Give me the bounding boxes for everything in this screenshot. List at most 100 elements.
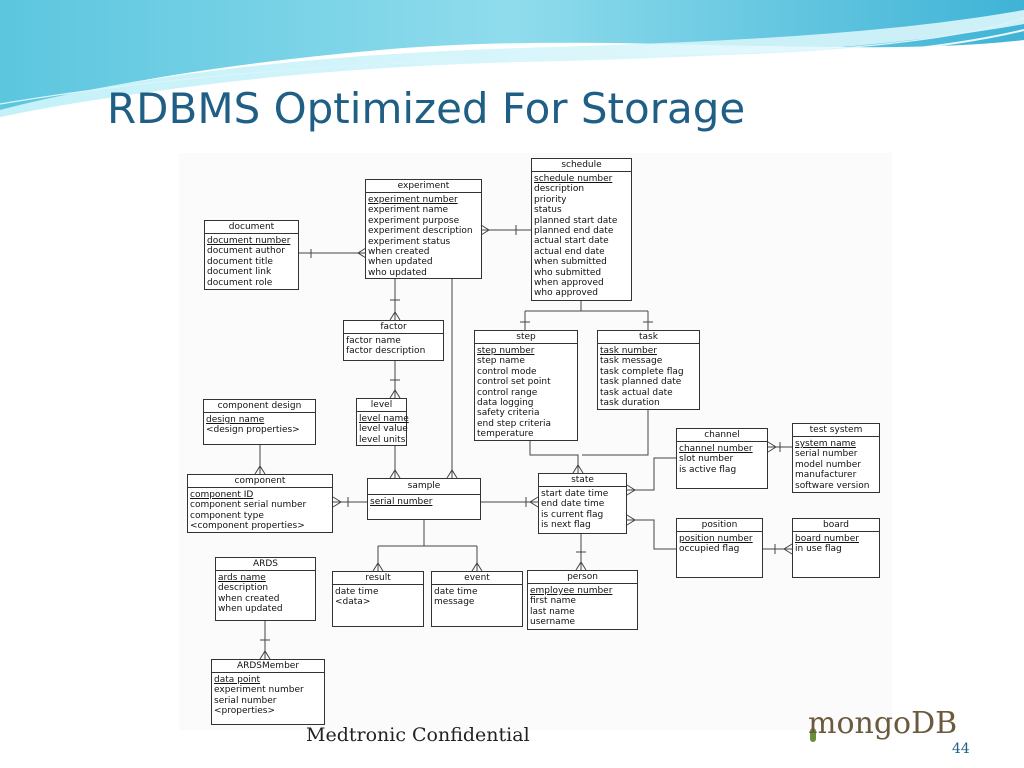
entity-field: level value	[359, 424, 408, 435]
entity-key-field: board number	[795, 534, 859, 544]
entity-field: serial number	[214, 695, 277, 706]
entity-field: when created	[218, 593, 280, 604]
entity-field: level units	[359, 434, 406, 445]
entity-title: event	[432, 572, 522, 585]
entity-field: planned start date	[534, 215, 618, 226]
entity-attributes: step number step name control mode contr…	[475, 344, 577, 440]
entity-title: ARDSMember	[212, 660, 324, 673]
entity-field: description	[534, 184, 585, 195]
entity-attributes: employee number first name last name use…	[528, 584, 637, 628]
entity-key-field: system name	[795, 439, 856, 449]
entity-attributes: date time message	[432, 585, 522, 608]
entity-field: document title	[207, 256, 273, 267]
entity-field: priority	[534, 194, 567, 205]
entity-attributes: ards name description when created when …	[216, 571, 315, 615]
entity-attributes: document number document author document…	[205, 234, 298, 288]
entity-key-field: serial number	[370, 497, 433, 507]
entity-title: test system	[793, 424, 879, 437]
entity-field: model number	[795, 459, 862, 470]
entity-field: task duration	[600, 398, 660, 409]
entity-factor: factor factor name factor description	[343, 320, 444, 361]
entity-field: task message	[600, 356, 663, 367]
entity-field: serial number	[795, 449, 858, 460]
entity-title: experiment	[366, 180, 481, 193]
entity-field: control set point	[477, 377, 551, 388]
entity-field: actual start date	[534, 236, 609, 247]
entity-title: channel	[677, 429, 767, 442]
entity-key-field: task number	[600, 346, 657, 356]
entity-title: result	[333, 572, 423, 585]
entity-title: step	[475, 331, 577, 344]
entity-title: ARDS	[216, 558, 315, 571]
entity-field: task complete flag	[600, 366, 684, 377]
entity-component: component component ID component serial …	[187, 474, 333, 533]
entity-field: who submitted	[534, 267, 602, 278]
entity-key-field: position number	[679, 534, 753, 544]
footer-confidential: Medtronic Confidential	[306, 724, 530, 746]
entity-field: document role	[207, 277, 273, 288]
entity-field: factor description	[346, 346, 426, 357]
entity-schedule: schedule schedule number description pri…	[531, 158, 632, 301]
entity-title: person	[528, 571, 637, 584]
entity-field: component type	[190, 510, 264, 521]
entity-title: board	[793, 519, 879, 532]
entity-field: document link	[207, 267, 272, 278]
entity-field: <design properties>	[206, 425, 300, 436]
entity-attributes: component ID component serial number com…	[188, 488, 332, 532]
entity-field: planned end date	[534, 226, 614, 237]
header-wave-background	[0, 0, 1024, 119]
entity-field: manufacturer	[795, 470, 857, 481]
entity-field: <data>	[335, 597, 371, 608]
entity-field: message	[434, 597, 475, 608]
entity-result: result date time <data>	[332, 571, 424, 627]
entity-sample: sample serial number	[367, 478, 481, 520]
entity-field: <component properties>	[190, 521, 305, 532]
entity-field: last name	[530, 606, 575, 617]
entity-field: date time	[335, 587, 379, 597]
entity-field: actual end date	[534, 246, 605, 257]
entity-attributes: design name <design properties>	[204, 413, 315, 436]
entity-attributes: date time <data>	[333, 585, 423, 608]
entity-attributes: task number task message task complete f…	[598, 344, 699, 408]
entity-board: board board number in use flag	[792, 518, 880, 578]
entity-key-field: level name	[359, 414, 409, 424]
entity-field: temperature	[477, 429, 534, 440]
entity-field: is active flag	[679, 464, 737, 475]
entity-step: step step number step name control mode …	[474, 330, 578, 441]
entity-experiment: experiment experiment number experiment …	[365, 179, 482, 279]
entity-attributes: serial number	[368, 495, 480, 507]
entity-field: occupied flag	[679, 544, 740, 555]
entity-field: experiment status	[368, 236, 451, 247]
entity-title: factor	[344, 321, 443, 334]
entity-attributes: channel number slot number is active fla…	[677, 442, 767, 475]
entity-title: task	[598, 331, 699, 344]
entity-field: experiment description	[368, 226, 473, 237]
entity-field: who updated	[368, 267, 427, 278]
entity-field: <properties>	[214, 706, 276, 717]
slide-title: RDBMS Optimized For Storage	[107, 84, 746, 133]
entity-person: person employee number first name last n…	[527, 570, 638, 630]
mongodb-logo: mongoDB	[808, 706, 958, 741]
entity-component-design: component design design name <design pro…	[203, 399, 316, 445]
entity-field: control range	[477, 387, 538, 398]
entity-attributes: factor name factor description	[344, 334, 443, 357]
entity-key-field: data point	[214, 675, 261, 685]
entity-key-field: design name	[206, 415, 265, 425]
entity-field: is next flag	[541, 520, 591, 531]
entity-field: task planned date	[600, 377, 682, 388]
entity-title: level	[357, 399, 406, 412]
entity-level: level level name level value level units	[356, 398, 409, 446]
entity-attributes: schedule number description priority sta…	[532, 172, 631, 299]
entity-field: experiment purpose	[368, 215, 460, 226]
entity-field: software version	[795, 480, 870, 491]
entity-field: data logging	[477, 398, 534, 409]
entity-field: first name	[530, 596, 576, 607]
entity-attributes: board number in use flag	[793, 532, 879, 555]
entity-field: end step criteria	[477, 418, 552, 429]
entity-field: username	[530, 617, 575, 628]
entity-field: status	[534, 205, 562, 216]
entity-field: document author	[207, 246, 285, 257]
entity-test-system: test system system name serial number mo…	[792, 423, 880, 493]
